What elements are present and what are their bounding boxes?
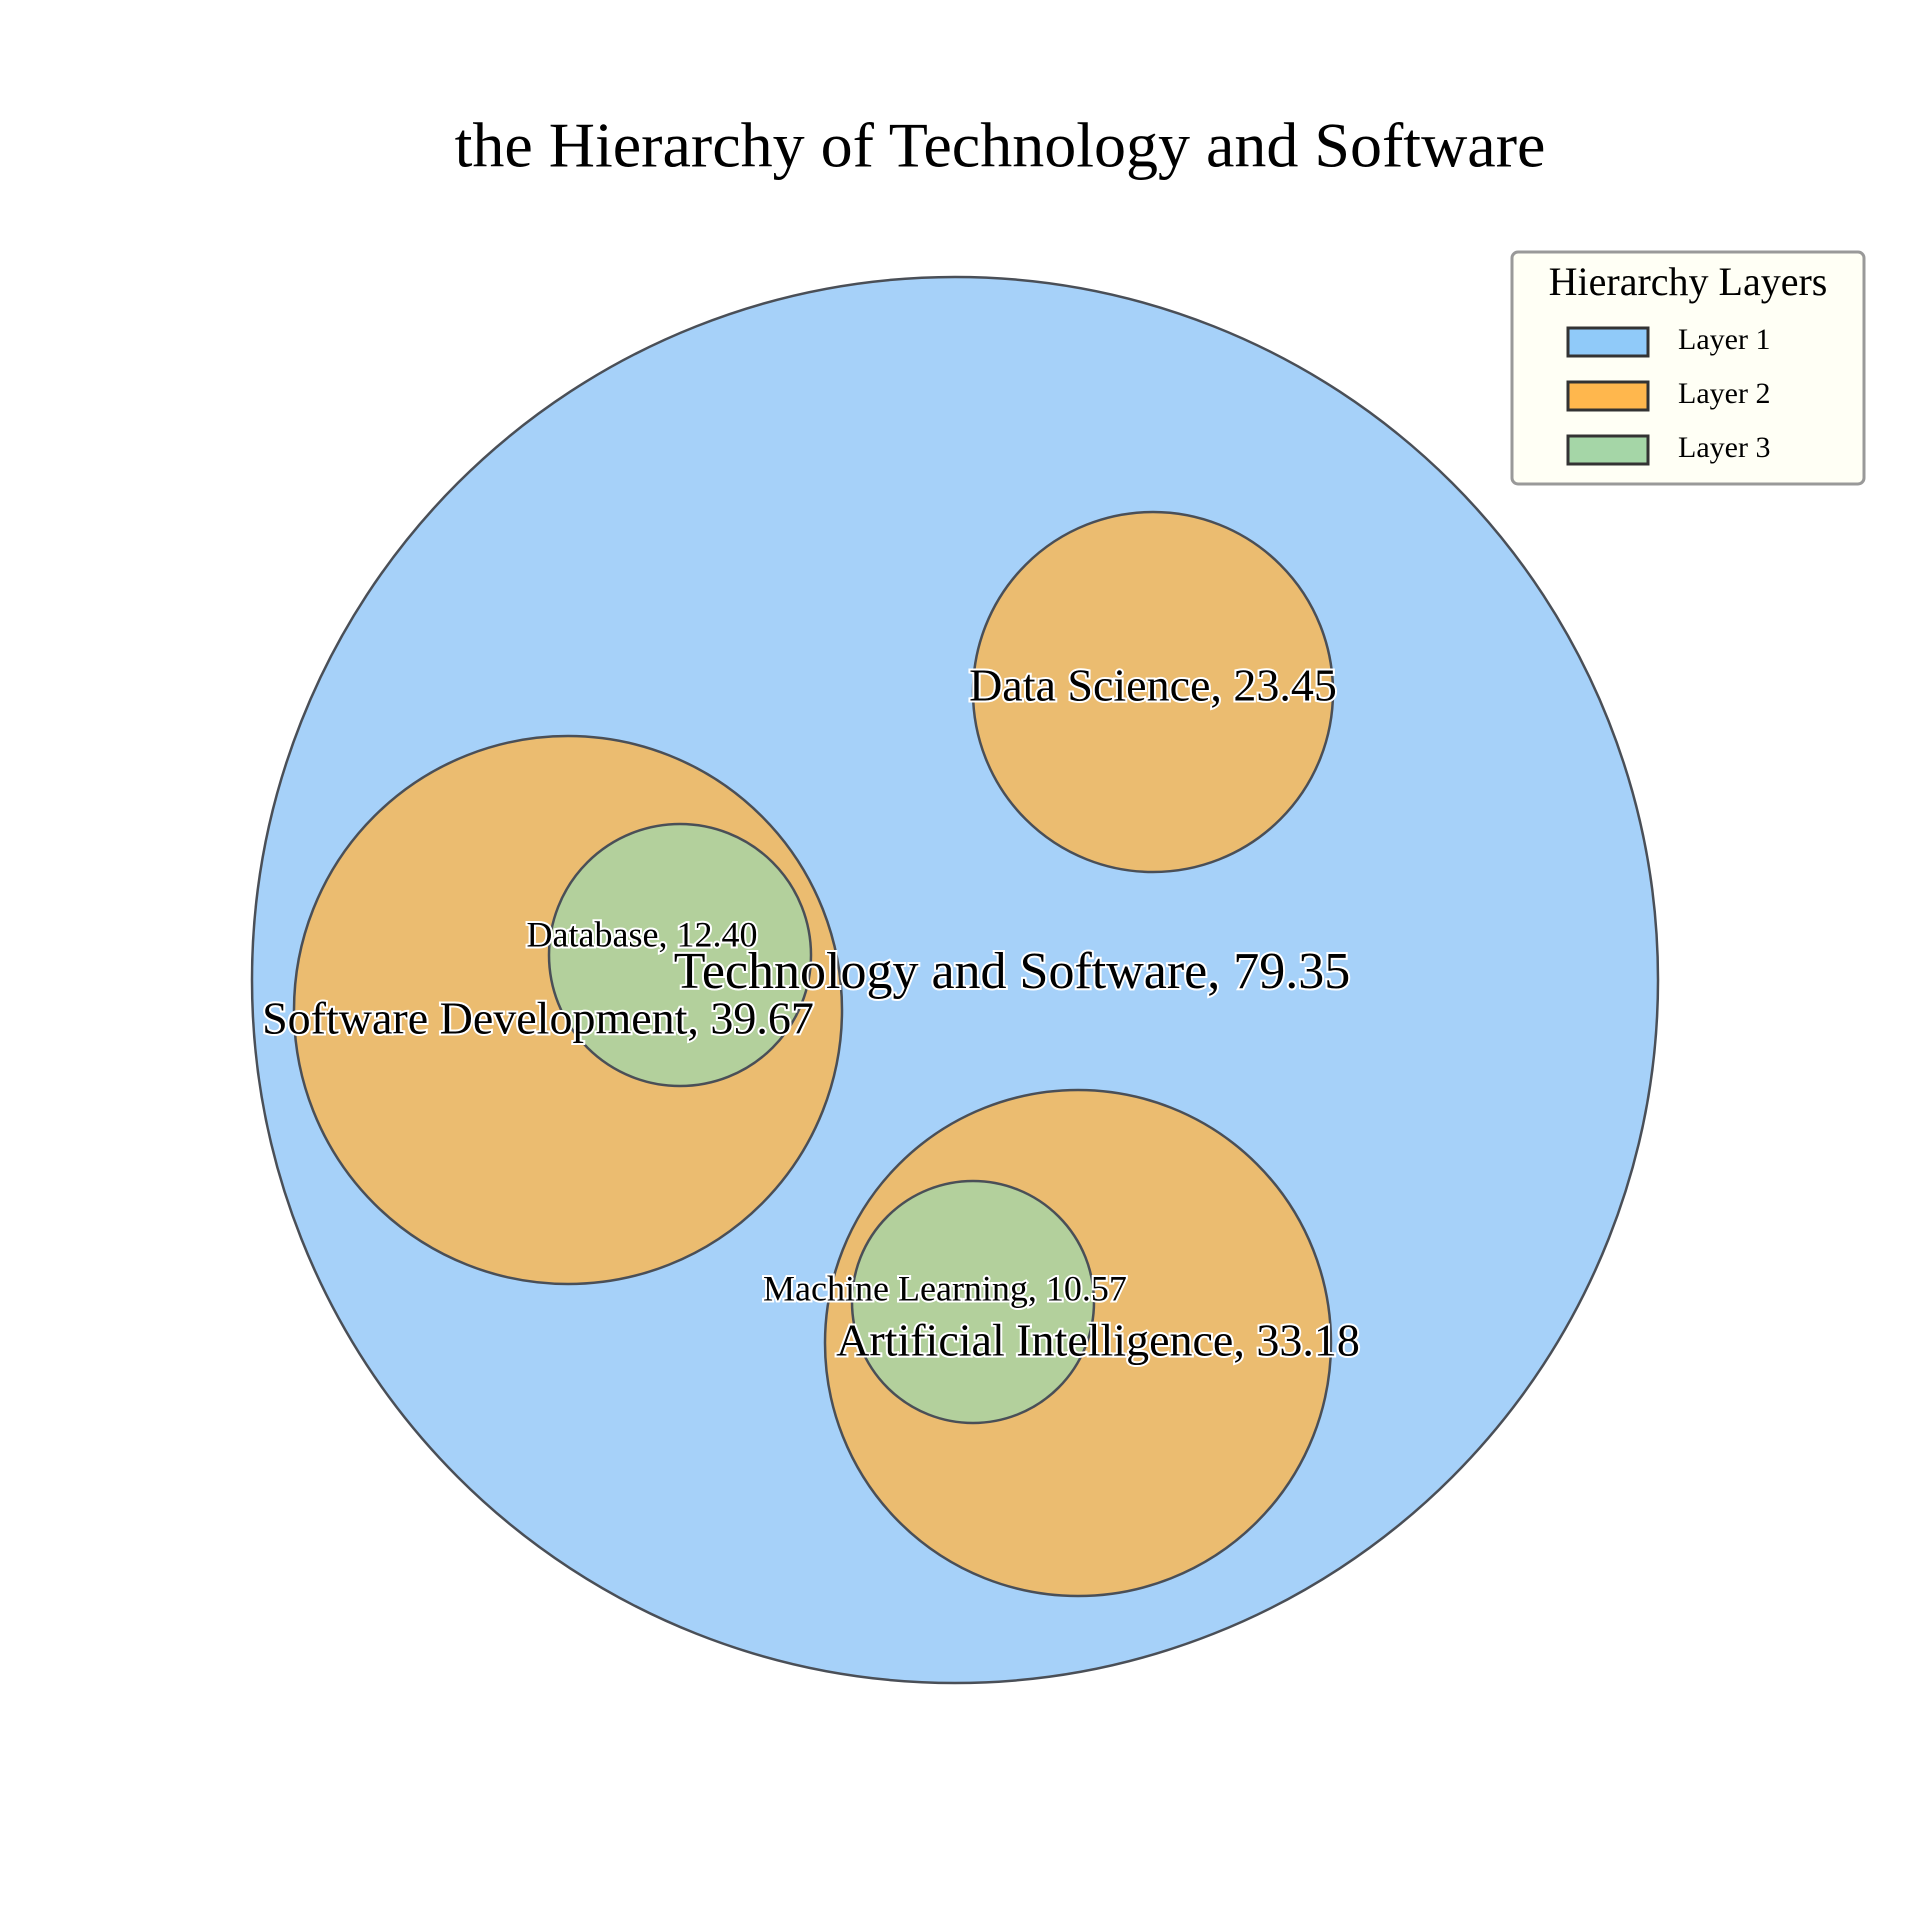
legend-label-layer-1: Layer 1 — [1678, 323, 1770, 356]
circle-data-science — [971, 510, 1335, 874]
legend-label-layer-2: Layer 2 — [1678, 377, 1770, 410]
circles-layer — [250, 275, 1660, 1685]
label-software-development: Software Development, 39.67 — [262, 993, 814, 1044]
label-data-science: Data Science, 23.45 — [969, 660, 1337, 711]
label-machine-learning: Machine Learning, 10.57 — [763, 1268, 1127, 1308]
label-technology-and-software: Technology and Software, 79.35 — [674, 943, 1351, 1000]
legend-box — [1510, 250, 1866, 486]
legend-swatch-layer-3 — [1566, 434, 1650, 466]
legend: Hierarchy Layers Layer 1 Layer 2 Layer 3 — [1510, 250, 1866, 486]
circle-machine-learning — [850, 1179, 1096, 1425]
label-database: Database, 12.40 — [527, 914, 758, 954]
legend-swatch-layer-2 — [1566, 380, 1650, 412]
legend-items: Layer 1 Layer 2 Layer 3 — [1566, 323, 1770, 466]
circle-database — [547, 822, 813, 1088]
legend-title: Hierarchy Layers — [1549, 259, 1828, 304]
legend-swatch-layer-1 — [1566, 326, 1650, 358]
chart-title: the Hierarchy of Technology and Software — [455, 110, 1546, 181]
legend-label-layer-3: Layer 3 — [1678, 431, 1770, 464]
label-artificial-intelligence: Artificial Intelligence, 33.18 — [836, 1315, 1360, 1366]
